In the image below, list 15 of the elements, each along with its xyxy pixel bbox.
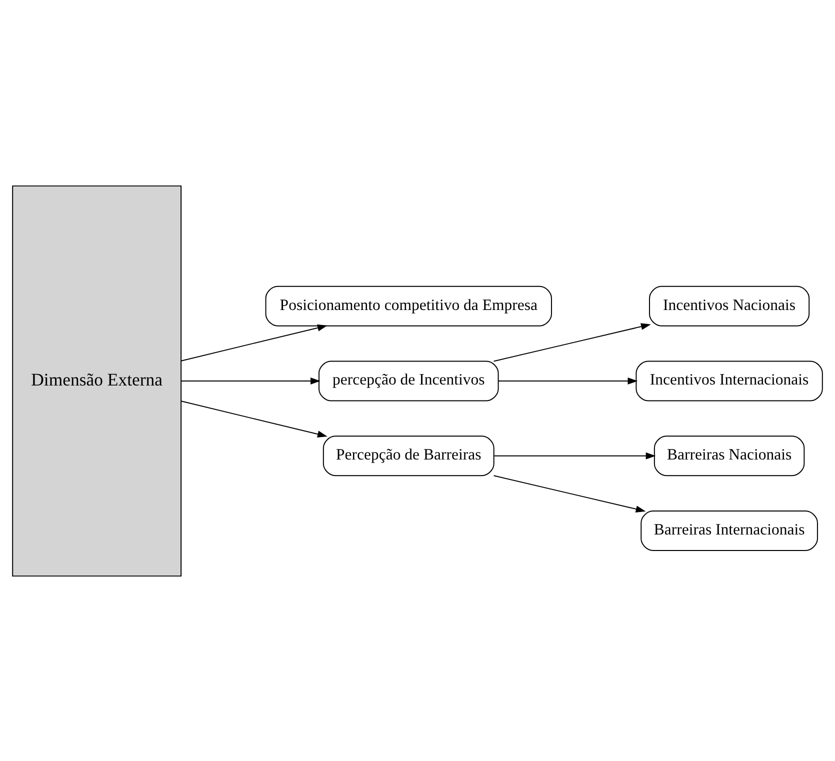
arrow: [498, 377, 638, 384]
node-box: Posicionamento competitivo da Empresa: [265, 285, 552, 326]
node-box: Dimensão Externa: [12, 184, 182, 576]
node-box: Incentivos Internacionais: [636, 360, 823, 401]
node-box: Incentivos Nacionais: [649, 285, 810, 326]
arrow: [180, 400, 328, 438]
arrow: [493, 474, 646, 512]
arrow: [180, 324, 328, 361]
node-box: Percepção de Barreiras: [322, 435, 494, 476]
node-box: percepção de Incentivos: [318, 360, 499, 401]
node-box: Barreiras Nacionais: [654, 435, 805, 476]
arrow: [494, 452, 656, 459]
arrow: [493, 322, 651, 362]
node-box: Barreiras Internacionais: [640, 510, 818, 550]
arrow: [180, 377, 320, 384]
